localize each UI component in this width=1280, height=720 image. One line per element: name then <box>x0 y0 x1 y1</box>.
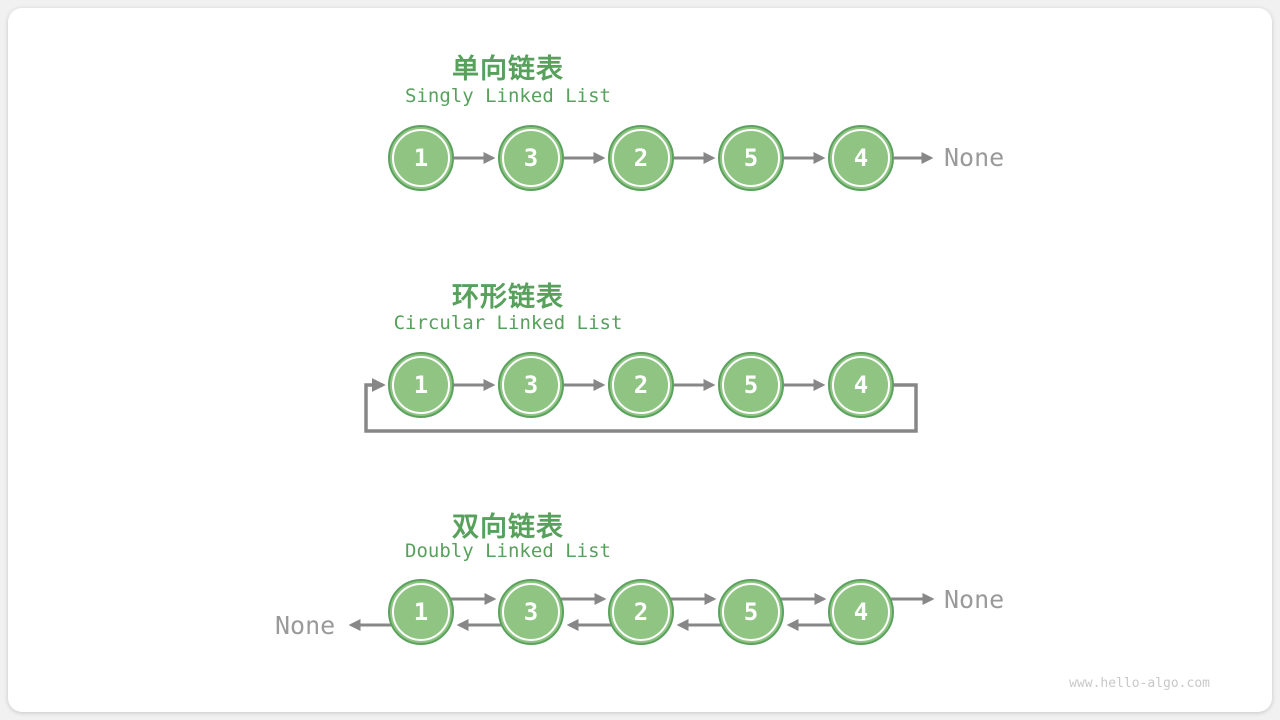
node-value: 1 <box>413 598 429 626</box>
circular-node-4: 5 <box>718 352 784 418</box>
singly-node-1: 1 <box>388 125 454 191</box>
singly-tail-none-label: None <box>944 143 1005 172</box>
node-value: 4 <box>853 371 869 399</box>
node-value: 1 <box>413 144 429 172</box>
circular-node-1: 1 <box>388 352 454 418</box>
node-value: 4 <box>853 144 869 172</box>
doubly-node-2: 3 <box>498 579 564 645</box>
circular-title-zh: 环形链表 <box>452 282 564 312</box>
doubly-head-none-label: None <box>275 611 336 640</box>
circular-title-en: Circular Linked List <box>393 312 623 334</box>
node-value: 1 <box>413 371 429 399</box>
singly-title-en: Singly Linked List <box>405 85 611 107</box>
node-value: 2 <box>633 371 649 399</box>
doubly-title-en: Doubly Linked List <box>405 540 611 562</box>
circular-node-5: 4 <box>828 352 894 418</box>
node-value: 5 <box>743 371 759 399</box>
doubly-node-1: 1 <box>388 579 454 645</box>
doubly-node-3: 2 <box>608 579 674 645</box>
singly-node-5: 4 <box>828 125 894 191</box>
singly-node-2: 3 <box>498 125 564 191</box>
watermark: www.hello-algo.com <box>1069 676 1210 691</box>
singly-node-4: 5 <box>718 125 784 191</box>
circular-node-2: 3 <box>498 352 564 418</box>
doubly-node-5: 4 <box>828 579 894 645</box>
node-value: 4 <box>853 598 869 626</box>
circular-node-3: 2 <box>608 352 674 418</box>
node-value: 5 <box>743 144 759 172</box>
node-value: 2 <box>633 144 649 172</box>
singly-title-zh: 单向链表 <box>452 54 564 84</box>
node-value: 3 <box>523 371 539 399</box>
node-value: 2 <box>633 598 649 626</box>
node-value: 3 <box>523 598 539 626</box>
node-value: 5 <box>743 598 759 626</box>
node-value: 3 <box>523 144 539 172</box>
doubly-title-zh: 双向链表 <box>452 512 564 542</box>
singly-node-3: 2 <box>608 125 674 191</box>
doubly-tail-none-label: None <box>944 585 1005 614</box>
doubly-node-4: 5 <box>718 579 784 645</box>
